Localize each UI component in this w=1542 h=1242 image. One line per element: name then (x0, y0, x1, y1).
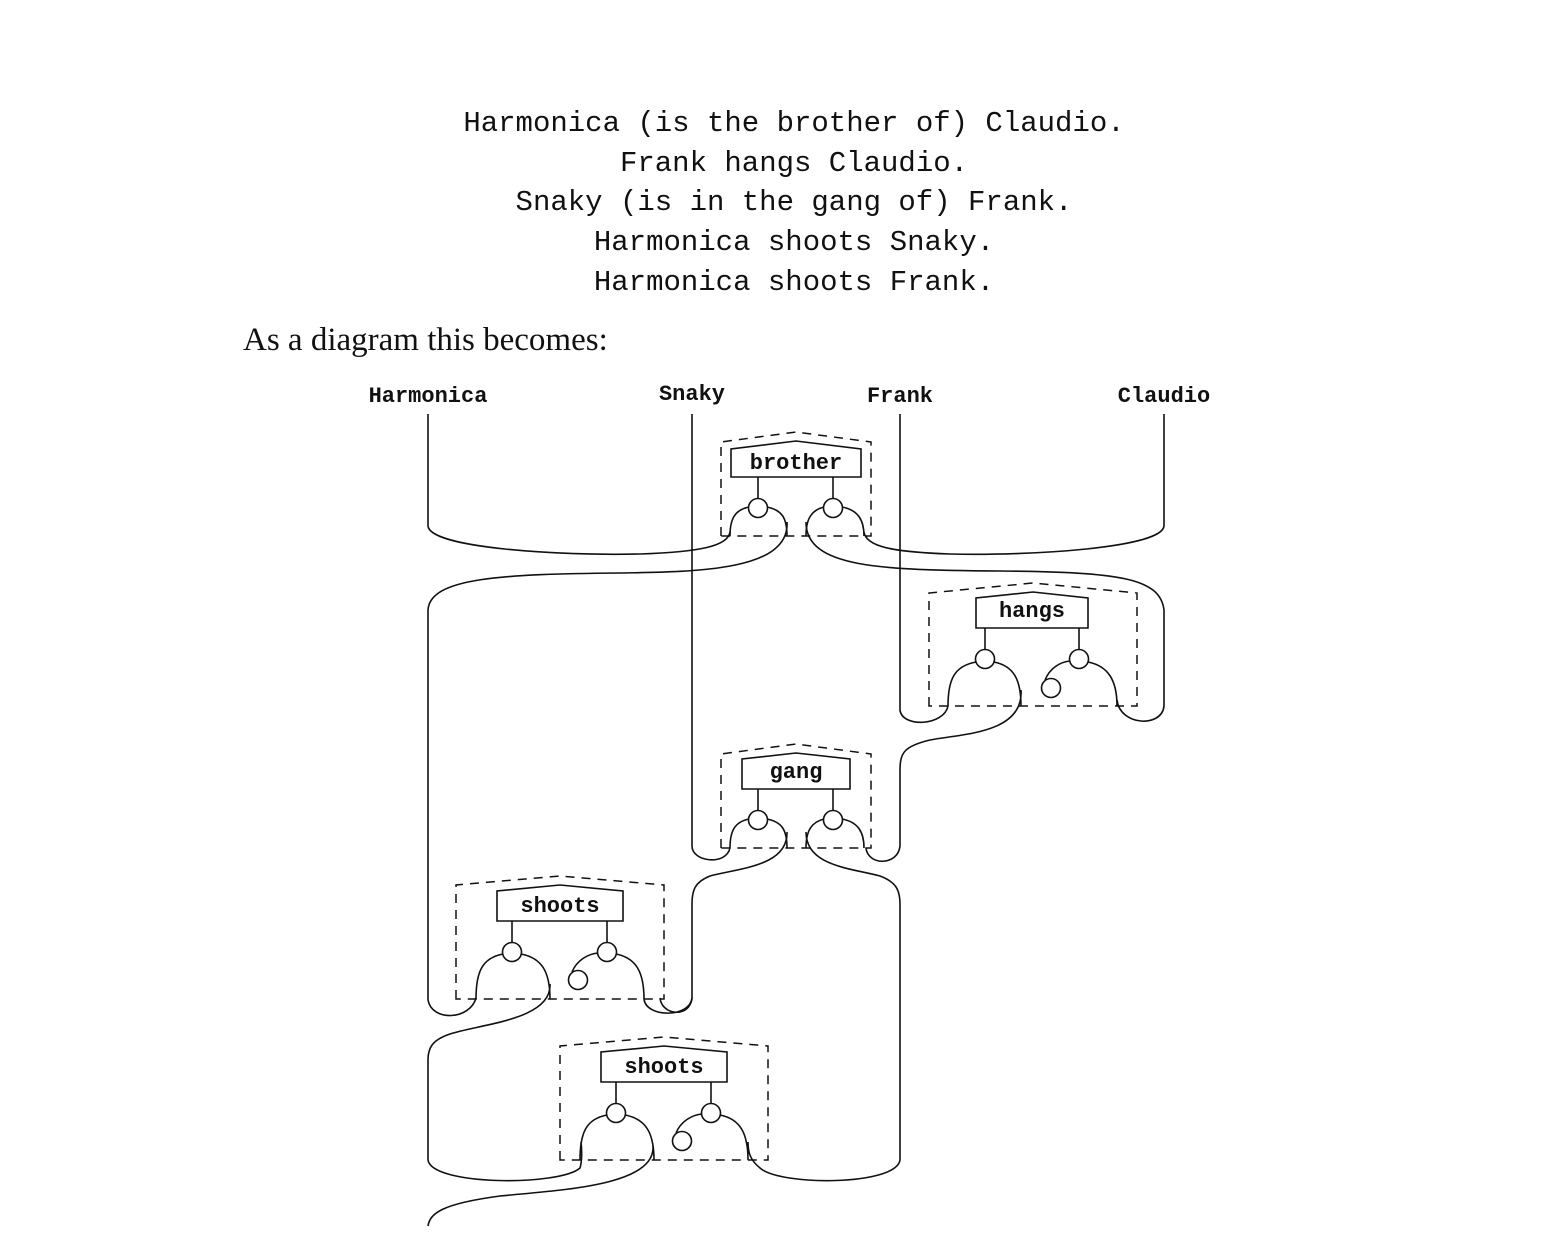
wire-snaky (691, 414, 731, 861)
intro-text: As a diagram this becomes: (243, 322, 608, 358)
port-circle (822, 497, 844, 519)
port-circle (1068, 648, 1090, 670)
wire-label-snaky: Snaky (659, 382, 725, 407)
cap-circle (567, 969, 589, 991)
sentence: Frank hangs Claudio. (619, 146, 969, 180)
wire-claudio-mid (805, 521, 1165, 722)
box-label: brother (750, 451, 842, 476)
box-label: shoots (624, 1055, 703, 1080)
port-circle (501, 941, 523, 963)
cap-circle (1040, 677, 1062, 699)
sentence: Snaky (is in the gang of) Frank. (515, 186, 1073, 220)
wire-snaky-low (659, 831, 788, 1013)
sentence: Harmonica shoots Frank. (593, 265, 995, 299)
wire-label-claudio: Claudio (1118, 384, 1210, 409)
wire-harmonica-out (427, 1145, 654, 1227)
cap-circle (671, 1130, 693, 1152)
box-hangs: hangs (928, 582, 1138, 707)
box-shoots-2: shoots (559, 1036, 769, 1161)
box-gang: gang (720, 743, 872, 849)
port-circle (822, 809, 844, 831)
wire-frank-low (747, 831, 901, 1182)
sentence: Harmonica shoots Snaky. (593, 226, 995, 260)
box-label: gang (770, 760, 823, 785)
wire-frank-top (899, 414, 949, 724)
wire-frank-mid (865, 689, 1022, 862)
wire-label-harmonica: Harmonica (369, 384, 488, 409)
port-circle (974, 648, 996, 670)
port-circle (605, 1102, 627, 1124)
wire-harmonica-low (427, 983, 583, 1182)
box-label: hangs (999, 599, 1065, 624)
wire-harmonica-mid (427, 521, 788, 1017)
port-circle (747, 497, 769, 519)
wire-harmonica-top (427, 414, 731, 556)
sentence: Harmonica (is the brother of) Claudio. (463, 107, 1125, 140)
port-circle (596, 941, 618, 963)
box-brother: brother (720, 431, 872, 537)
box-shoots-1: shoots (455, 875, 693, 1014)
wire-claudio-top (863, 414, 1165, 556)
box-label: shoots (520, 894, 599, 919)
wire-label-frank: Frank (867, 384, 933, 409)
sentence-list: Harmonica (is the brother of) Claudio. F… (0, 104, 1542, 303)
port-circle (700, 1102, 722, 1124)
port-circle (747, 809, 769, 831)
